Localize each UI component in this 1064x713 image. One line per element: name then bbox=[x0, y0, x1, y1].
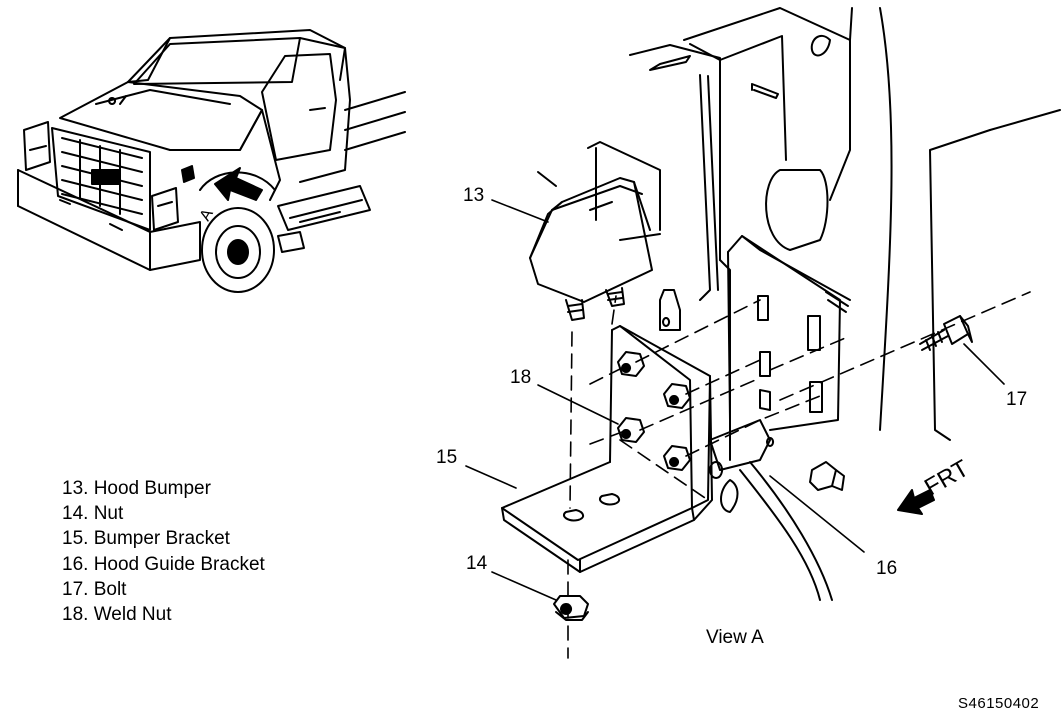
callout-15: 15 bbox=[436, 447, 458, 468]
legend-item: 15. Bumper Bracket bbox=[62, 526, 265, 551]
hood-bumper bbox=[529, 177, 653, 321]
truck-illustration bbox=[17, 29, 406, 293]
legend-num: 17. bbox=[62, 578, 89, 600]
legend-text: Hood Guide Bracket bbox=[93, 553, 265, 575]
callout-13: 13 bbox=[463, 185, 485, 206]
legend-num: 16. bbox=[62, 553, 89, 575]
legend-text: Nut bbox=[93, 503, 124, 525]
callout-17: 17 bbox=[1006, 389, 1028, 410]
fender-panel bbox=[537, 7, 1061, 601]
legend-text: Bumper Bracket bbox=[93, 528, 230, 550]
bumper-bracket bbox=[501, 325, 713, 573]
legend-num: 13. bbox=[62, 478, 89, 499]
callout-16: 16 bbox=[876, 558, 898, 579]
legend-text: Weld Nut bbox=[93, 604, 172, 626]
callout-14: 14 bbox=[466, 553, 488, 574]
view-label: View A bbox=[706, 627, 764, 648]
callout-18: 18 bbox=[510, 367, 532, 388]
legend-num: 15. bbox=[62, 528, 89, 550]
figure-id: S46150402 bbox=[958, 695, 1040, 712]
leader-lines bbox=[465, 199, 1005, 601]
legend-item: 17. Bolt bbox=[62, 577, 265, 602]
legend-item: 14. Nut bbox=[62, 501, 265, 526]
parts-legend: 13. Hood Bumper 14. Nut 15. Bumper Brack… bbox=[62, 476, 265, 627]
legend-item: 18. Weld Nut bbox=[62, 602, 265, 627]
alignment-lines bbox=[567, 291, 1031, 659]
frt-arrow-icon bbox=[897, 489, 935, 515]
weld-nuts bbox=[617, 351, 691, 471]
legend-text: Hood Bumper bbox=[93, 478, 211, 499]
legend-item: 13. Hood Bumper bbox=[62, 476, 265, 501]
legend-num: 14. bbox=[62, 503, 89, 525]
nut-14 bbox=[553, 595, 589, 621]
legend-text: Bolt bbox=[93, 578, 127, 600]
legend-item: 16. Hood Guide Bracket bbox=[62, 552, 265, 577]
legend-num: 18. bbox=[62, 604, 89, 626]
